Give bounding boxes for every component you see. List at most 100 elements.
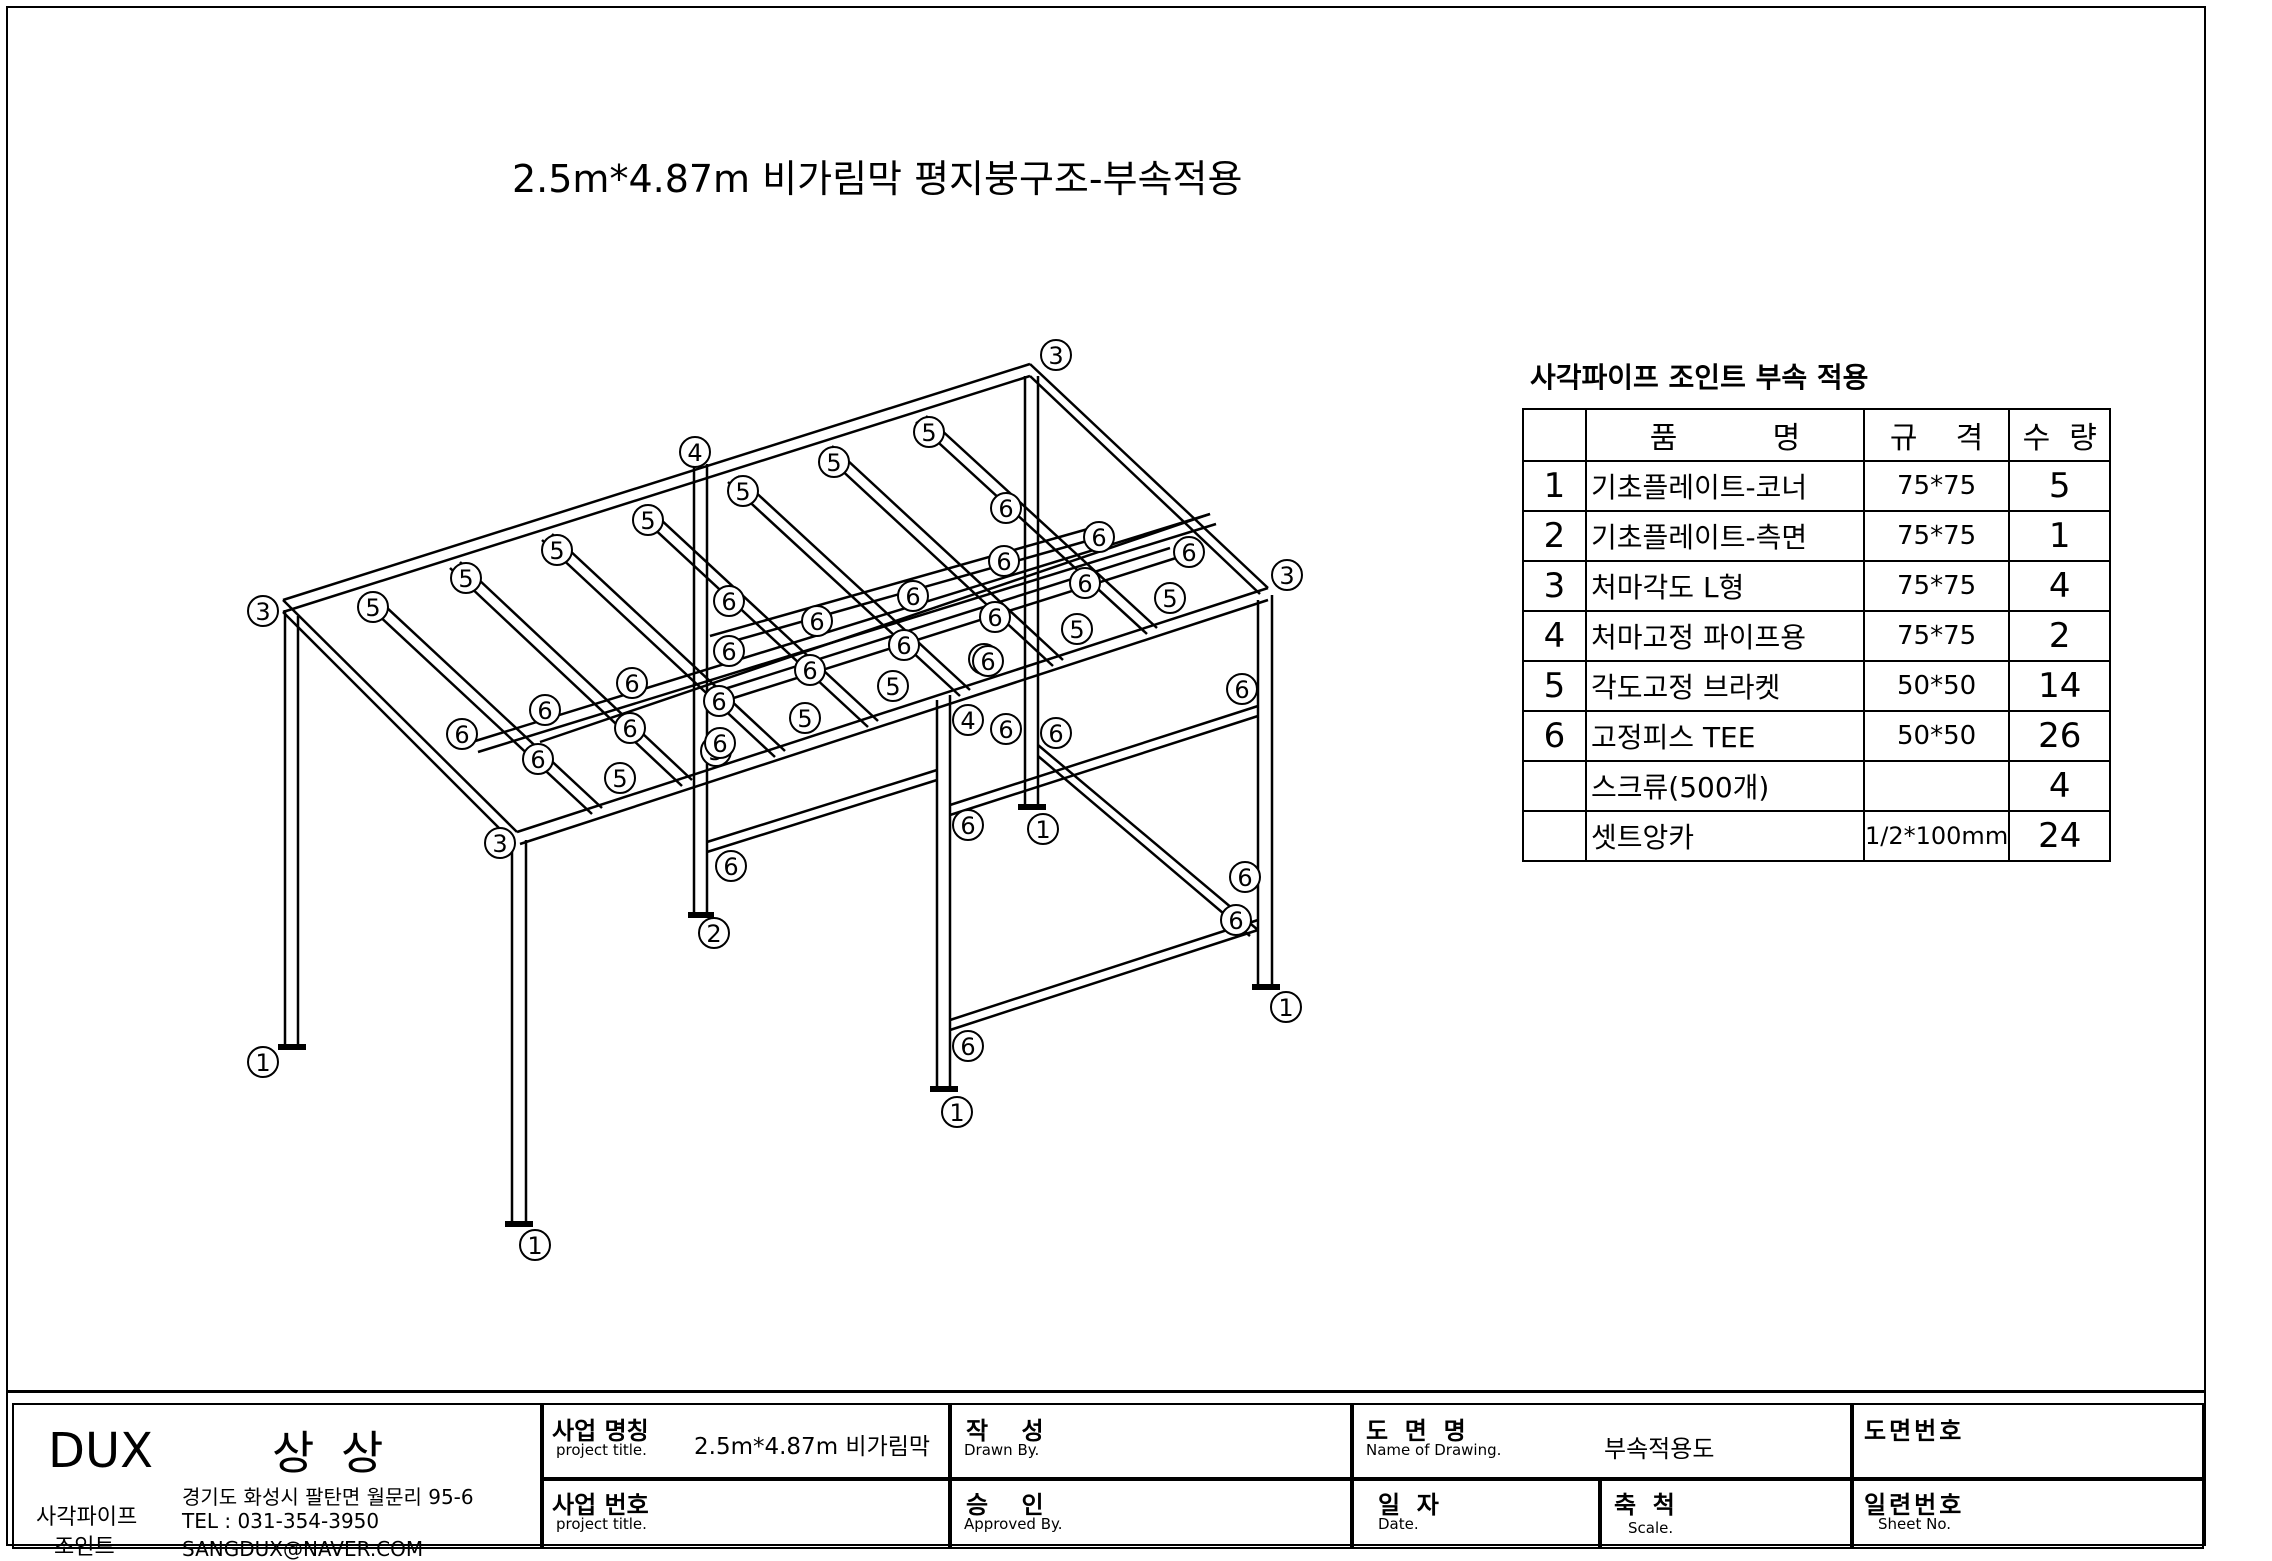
callout-circle: [1083, 521, 1115, 553]
callout-number: 3: [255, 598, 270, 626]
part-callout-5: 5: [1154, 582, 1186, 614]
bom-no: 5: [1522, 660, 1587, 712]
part-callout-6: 6: [952, 809, 984, 841]
sheet-number-cell: 일련번호 Sheet No.: [1852, 1479, 2204, 1549]
callout-circle: [972, 645, 1004, 677]
callout-circle: [484, 827, 516, 859]
callout-circle: [632, 504, 664, 536]
part-callout-5: 5: [357, 591, 389, 623]
bom-spec: [1862, 760, 2011, 812]
scale-label-en: Scale.: [1628, 1519, 1674, 1537]
callout-number: 1: [255, 1049, 270, 1077]
drawing-number-cell: 도면번호: [1852, 1403, 2204, 1479]
bom-header-spec: 규 격: [1862, 408, 2011, 462]
callout-number: 6: [1234, 676, 1249, 704]
callout-circle: [541, 534, 573, 566]
callout-circle: [789, 702, 821, 734]
company-cell: DUX 상 상 사각파이프 조인트 경기도 화성시 팔탄면 월문리 95-6 T…: [12, 1403, 542, 1561]
callout-circle: [698, 917, 730, 949]
callout-circle: [522, 743, 554, 775]
callout-number: 6: [1181, 539, 1196, 567]
callout-circle: [704, 727, 736, 759]
callout-circle: [446, 718, 478, 750]
callout-circle: [801, 605, 833, 637]
part-callout-3: 3: [1271, 559, 1303, 591]
bom-name: 기초플레이트-측면: [1585, 510, 1865, 562]
part-callout-2: 2: [698, 917, 730, 949]
date-label: 일 자: [1378, 1491, 1439, 1519]
bom-name: 처마고정 파이프용: [1585, 610, 1865, 662]
bom-spec: 75*75: [1862, 460, 2011, 512]
callout-circle: [1027, 813, 1059, 845]
part-callout-6: 6: [979, 601, 1011, 633]
drawing-frame: [6, 6, 2206, 1546]
callout-number: 3: [492, 830, 507, 858]
callout-number: 6: [1237, 864, 1252, 892]
bom-name: 고정피스 TEE: [1585, 710, 1865, 762]
callout-circle: [357, 591, 389, 623]
callout-circle: [1226, 673, 1258, 705]
part-callout-6: 6: [446, 718, 478, 750]
callout-number: 1: [949, 1099, 964, 1127]
bom-spec: 75*75: [1862, 510, 2011, 562]
callout-number: 6: [996, 548, 1011, 576]
callout-number: 1: [1035, 816, 1050, 844]
bom-spec: 50*50: [1862, 660, 2011, 712]
callout-circle: [679, 436, 711, 468]
callout-number: 5: [826, 449, 841, 477]
callout-circle: [988, 545, 1020, 577]
bom-no: 1: [1522, 460, 1587, 512]
drawing-name-value: 부속적용도: [1604, 1435, 1715, 1463]
project-title-label-en: project title.: [556, 1441, 647, 1459]
callout-number: 6: [622, 715, 637, 743]
bom-qty: 5: [2008, 460, 2112, 512]
callout-number: 6: [998, 716, 1013, 744]
part-callout-5: 5: [450, 562, 482, 594]
part-callout-6: 6: [1083, 521, 1115, 553]
bom-name: 스크류(500개): [1585, 760, 1865, 812]
bom-header-name: 품 명: [1585, 408, 1865, 462]
bom-header-qty: 수 량: [2008, 408, 2112, 462]
callout-circle: [897, 580, 929, 612]
callout-number: 6: [712, 730, 727, 758]
callout-number: 1: [527, 1232, 542, 1260]
callout-number: 5: [612, 765, 627, 793]
part-callout-6: 6: [713, 635, 745, 667]
pipe-frame: [282, 362, 1274, 1225]
bom-no: 3: [1522, 560, 1587, 612]
part-callout-3: 3: [484, 827, 516, 859]
bom-header-no: [1522, 408, 1587, 462]
callout-circle: [1271, 559, 1303, 591]
project-no-cell: 사업 번호 project title.: [542, 1479, 950, 1549]
callout-number: 5: [365, 594, 380, 622]
callout-circle: [952, 1030, 984, 1062]
callout-number: 4: [960, 707, 975, 735]
bom-no: 6: [1522, 710, 1587, 762]
callout-circle: [818, 446, 850, 478]
part-callout-1: 1: [519, 1229, 551, 1261]
part-callout-6: 6: [794, 654, 826, 686]
approved-by-label-en: Approved By.: [964, 1515, 1063, 1533]
part-callout-6: 6: [897, 580, 929, 612]
bom-spec: 1/2*100mm: [1862, 810, 2011, 862]
callout-circle: [1069, 567, 1101, 599]
part-callout-6: 6: [529, 694, 561, 726]
company-sub2: 조인트: [54, 1535, 115, 1560]
callout-number: 6: [998, 495, 1013, 523]
sheet-number-label: 일련번호: [1864, 1491, 1965, 1519]
callout-circle: [519, 1229, 551, 1261]
part-callout-5: 5: [877, 670, 909, 702]
part-callout-4: 4: [679, 436, 711, 468]
callout-number: 6: [454, 721, 469, 749]
callout-number: 5: [458, 565, 473, 593]
callout-circle: [1270, 991, 1302, 1023]
callout-number: 6: [1091, 524, 1106, 552]
callout-number: 1: [1278, 994, 1293, 1022]
drawn-by-cell: 작 성 Drawn By.: [950, 1403, 1352, 1479]
callout-circle: [1154, 582, 1186, 614]
callout-number: 6: [802, 657, 817, 685]
part-callout-1: 1: [247, 1046, 279, 1078]
